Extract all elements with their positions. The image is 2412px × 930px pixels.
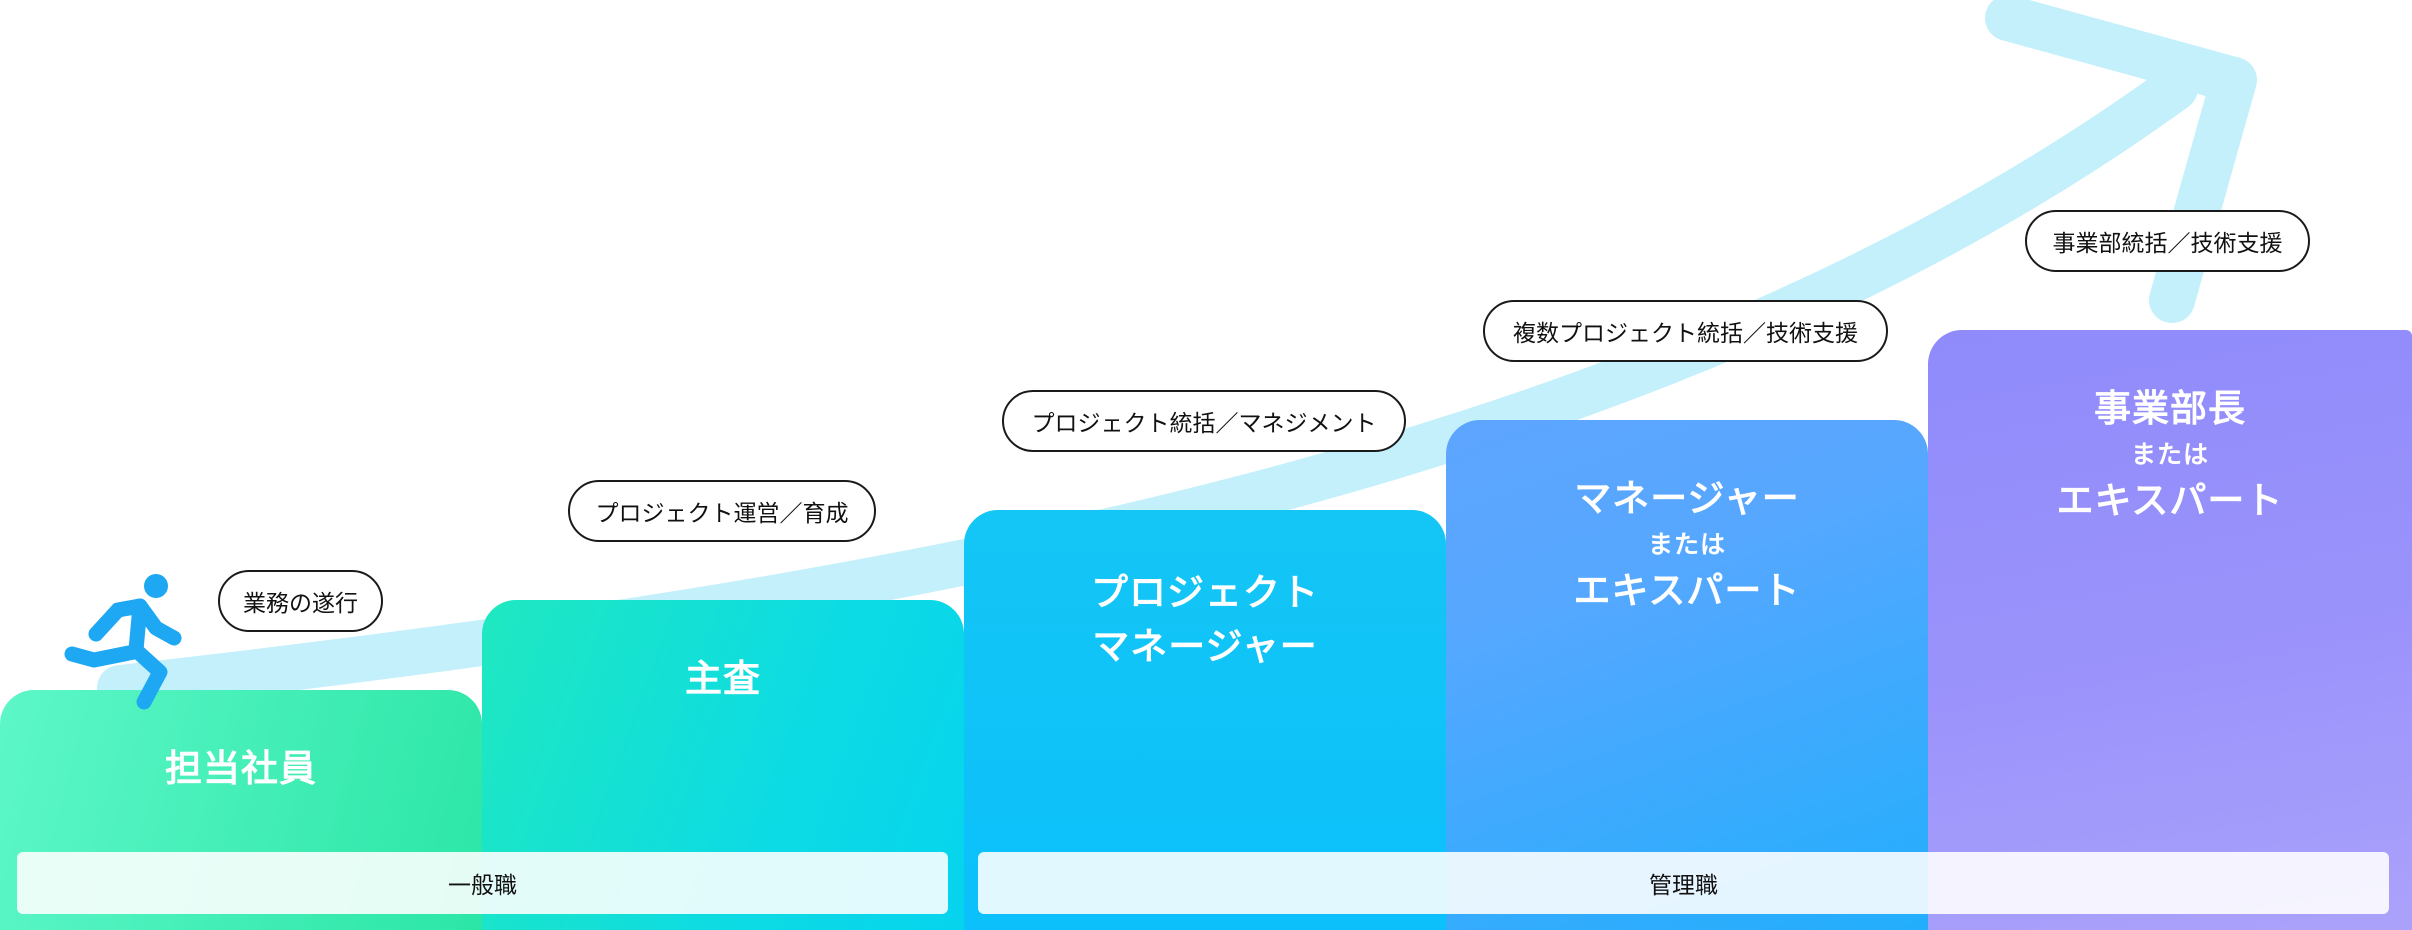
step-title: 主査	[482, 652, 964, 706]
step-title: マネージャー または エキスパート	[1446, 472, 1928, 618]
step-title: 担当社員	[0, 742, 482, 796]
step-title-line: マネージャー	[1092, 625, 1318, 668]
running-person-icon	[64, 574, 182, 710]
step-title-text: 主査	[685, 657, 761, 700]
step-manager-or-expert: マネージャー または エキスパート	[1446, 420, 1928, 930]
step-connector-text: または	[2130, 440, 2209, 469]
step-title-text: マネージャー	[1574, 477, 1800, 520]
step-title: 事業部長 または エキスパート	[1928, 382, 2412, 528]
duty-bubble: 複数プロジェクト統括／技術支援	[1483, 300, 1888, 362]
step-connector-text: または	[1647, 530, 1726, 559]
step-title-alt-text: エキスパート	[1573, 569, 1801, 612]
category-management: 管理職	[978, 852, 2389, 914]
duty-bubble: 業務の遂行	[218, 570, 383, 632]
category-general-staff: 一般職	[17, 852, 948, 914]
step-title-text: 事業部長	[2094, 387, 2246, 430]
duty-bubble: 事業部統括／技術支援	[2025, 210, 2310, 272]
step-title: プロジェクト マネージャー	[964, 566, 1446, 674]
step-title-line: プロジェクト	[1091, 571, 1319, 614]
step-title-text: 担当社員	[165, 747, 317, 790]
step-title-alt-text: エキスパート	[2056, 479, 2284, 522]
duty-bubble: プロジェクト運営／育成	[568, 480, 876, 542]
duty-bubble: プロジェクト統括／マネジメント	[1002, 390, 1406, 452]
step-division-head-or-expert: 事業部長 または エキスパート	[1928, 330, 2412, 930]
